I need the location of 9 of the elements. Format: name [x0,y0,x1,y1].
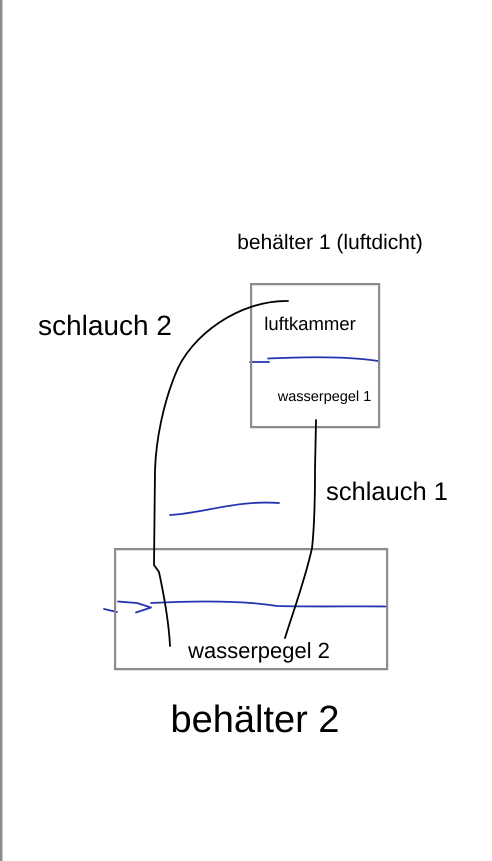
text-label: luftkammer [266,316,356,330]
text-label: wasserpegel 2 [188,642,329,663]
box-title: behälter 2 [172,704,338,732]
box-title: behälter 1 (luftdicht) [238,234,422,254]
edge-label: schlauch 2 [38,314,170,336]
edge-label: schlauch 1 [326,482,447,500]
text-label: wasserpegel 1 [278,390,371,404]
tube-line [284,419,317,639]
tube-line [153,300,289,647]
